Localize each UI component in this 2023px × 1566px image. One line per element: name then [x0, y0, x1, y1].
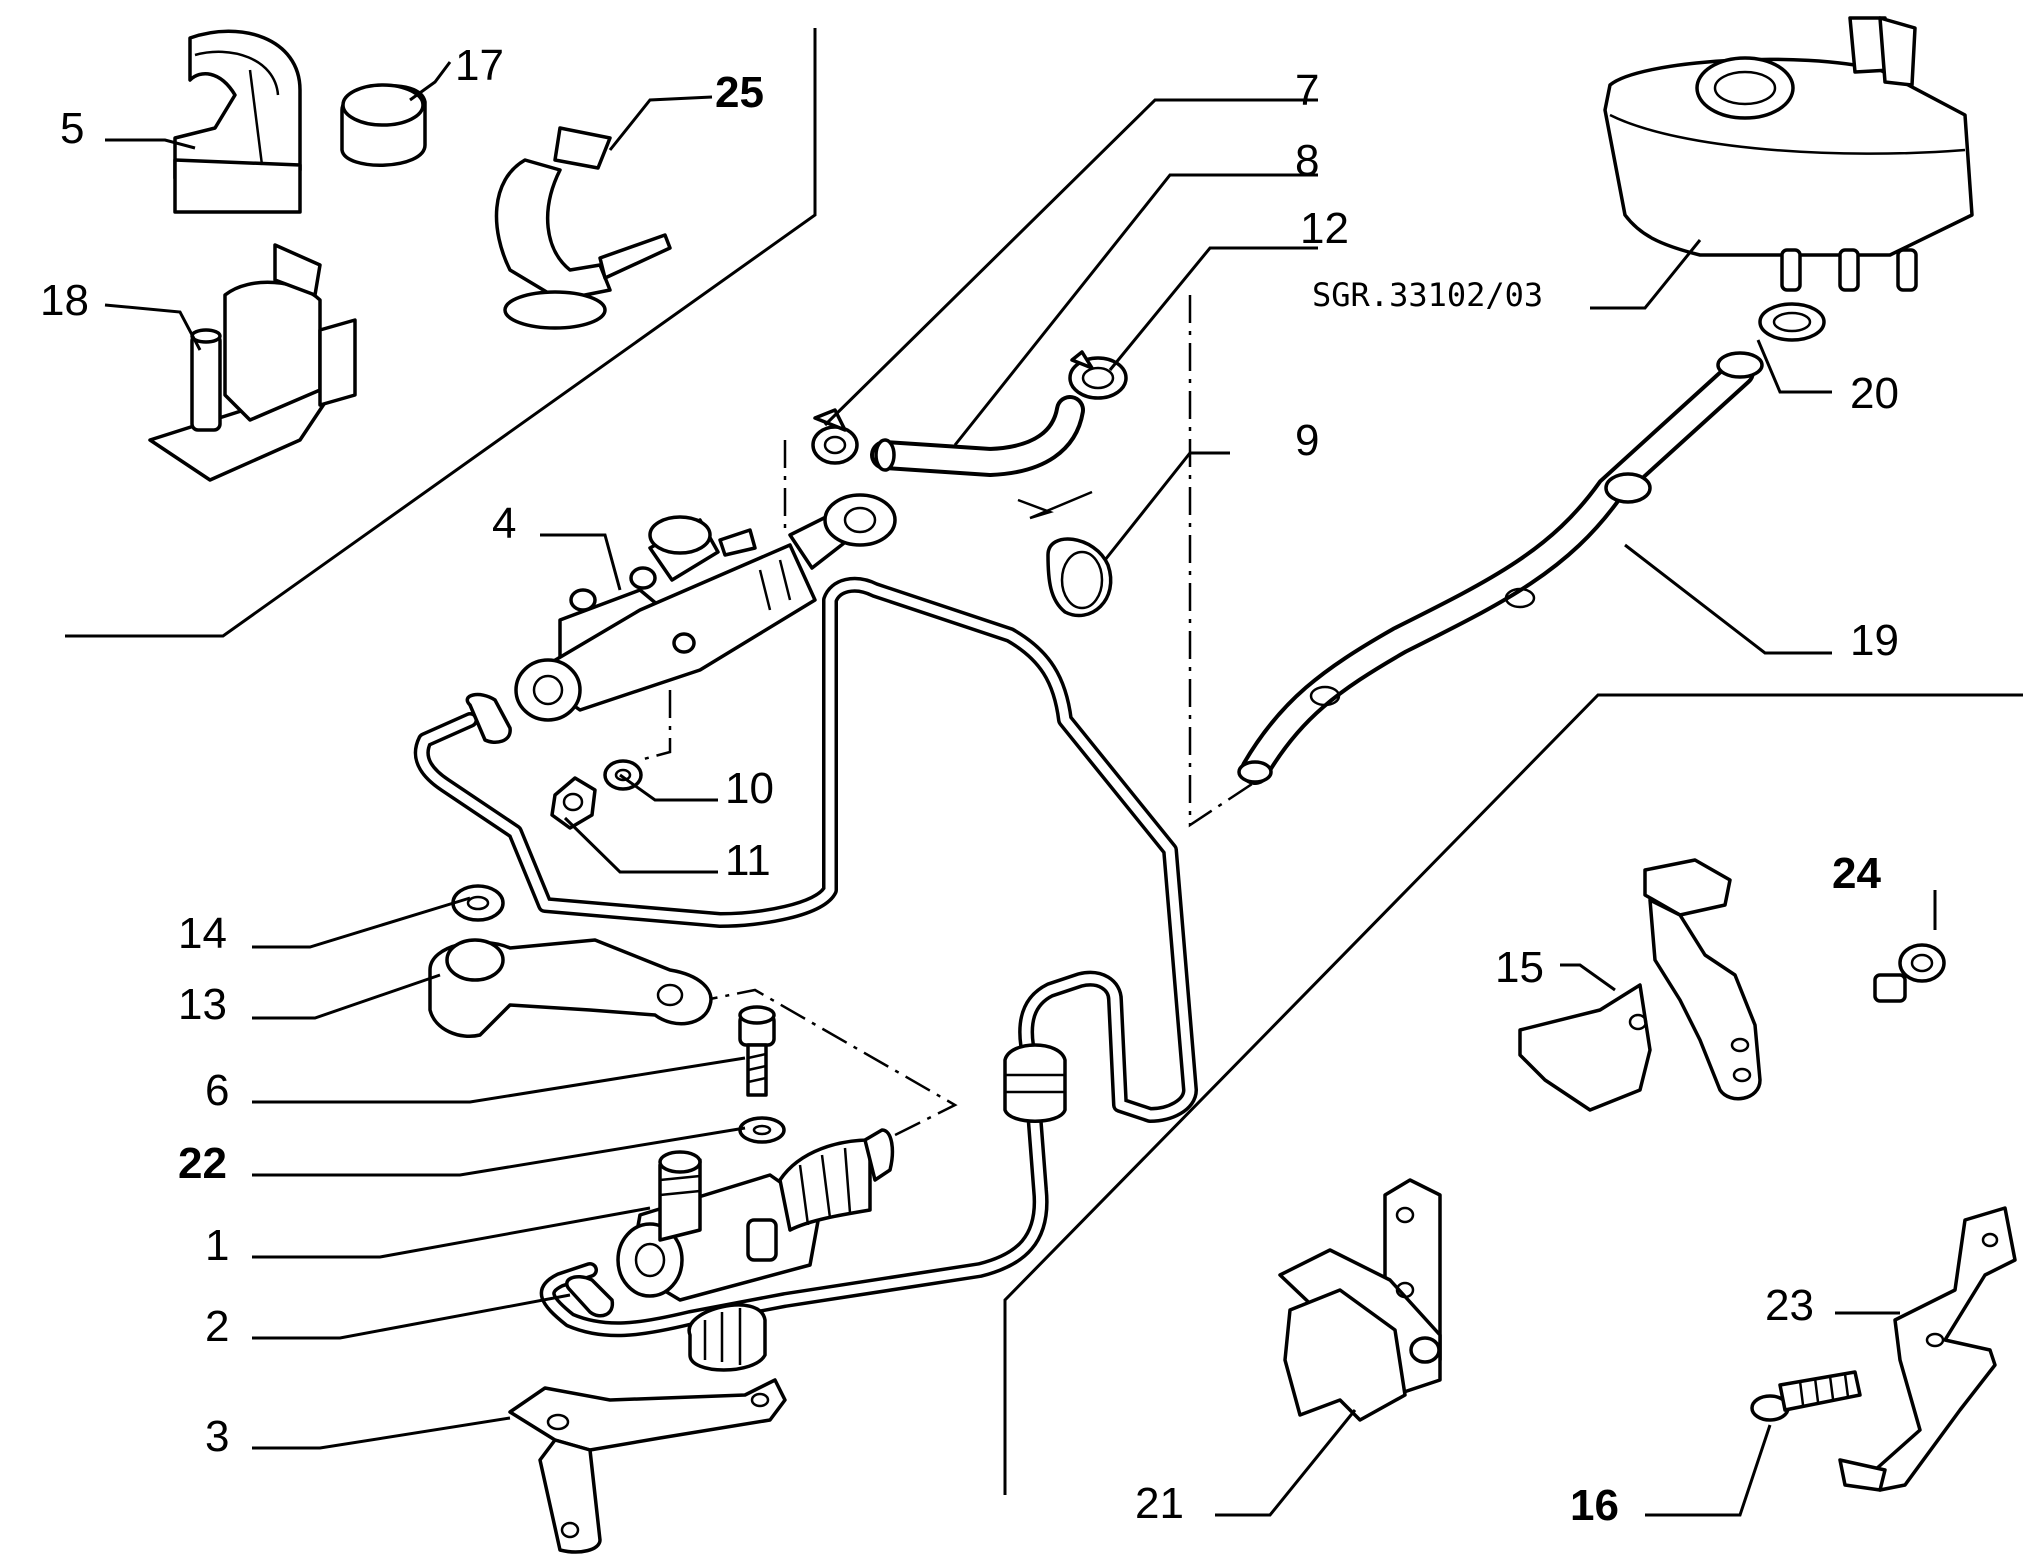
- callout-3: 3: [205, 1412, 229, 1461]
- part-16-screw: [1750, 1370, 1862, 1422]
- callout-12: 12: [1300, 204, 1349, 253]
- callout-2: 2: [205, 1302, 229, 1351]
- assembly-dash-lines: [639, 295, 1256, 1147]
- part-1-slave-cylinder: [616, 1128, 895, 1302]
- callout-17: 17: [455, 41, 504, 90]
- callout-14: 14: [178, 909, 227, 958]
- part-7-clamp: [811, 408, 859, 465]
- part-2-fitting: [565, 1275, 615, 1318]
- part-18-bracket: [148, 243, 357, 482]
- part-24-fitting: [1873, 943, 1946, 1003]
- part-20-clamp: [1758, 302, 1826, 342]
- part-13-lever: [428, 938, 713, 1038]
- callout-4: 4: [492, 499, 516, 548]
- part-19-hose: [1237, 351, 1764, 785]
- callout-11: 11: [725, 836, 771, 885]
- callout-19: 19: [1850, 616, 1899, 665]
- part-6-bolt: [738, 1005, 776, 1097]
- callout-16: 16: [1570, 1481, 1619, 1530]
- callout-20: 20: [1850, 369, 1899, 418]
- callout-24: 24: [1832, 849, 1881, 898]
- callout-23: 23: [1765, 1281, 1814, 1330]
- part-5-clip: [173, 29, 302, 214]
- part-17-bush: [340, 83, 427, 167]
- drawing-reference: SGR.33102/03: [1312, 276, 1543, 314]
- callout-22: 22: [178, 1139, 227, 1188]
- part-22-clip: [738, 1116, 786, 1144]
- rigid-pipe: [413, 576, 1198, 1372]
- part-21-bracket: [1278, 1178, 1442, 1422]
- callout-8: 8: [1295, 136, 1319, 185]
- callout-7: 7: [1295, 66, 1319, 115]
- part-15-bracket: [1518, 858, 1762, 1112]
- part-8-hose: [870, 395, 1085, 478]
- callout-6: 6: [205, 1066, 229, 1115]
- part-4-master-cylinder: [465, 493, 897, 744]
- part-11-nut: [550, 776, 597, 830]
- leader-lines: [104, 61, 1937, 1517]
- part-25-bracket: [494, 126, 672, 330]
- part-9-grommet: [1017, 490, 1113, 618]
- callout-21: 21: [1135, 1479, 1184, 1528]
- callout-10: 10: [725, 764, 774, 813]
- callout-9: 9: [1295, 416, 1319, 465]
- brake-fluid-reservoir: [1603, 16, 1974, 292]
- part-3-bracket: [508, 1378, 787, 1554]
- part-14-circlip: [451, 884, 505, 922]
- part-23-bracket: [1838, 1206, 2017, 1492]
- callout-25: 25: [715, 68, 764, 117]
- callout-18: 18: [40, 276, 89, 325]
- callout-5: 5: [60, 104, 84, 153]
- separator-lines: [65, 28, 2023, 1495]
- callout-labels: 5 17 25 18 7 8 12 SGR.33102/03 9 20 19 4…: [40, 41, 1899, 1530]
- callout-15: 15: [1495, 943, 1544, 992]
- callout-13: 13: [178, 980, 227, 1029]
- callout-1: 1: [205, 1221, 229, 1270]
